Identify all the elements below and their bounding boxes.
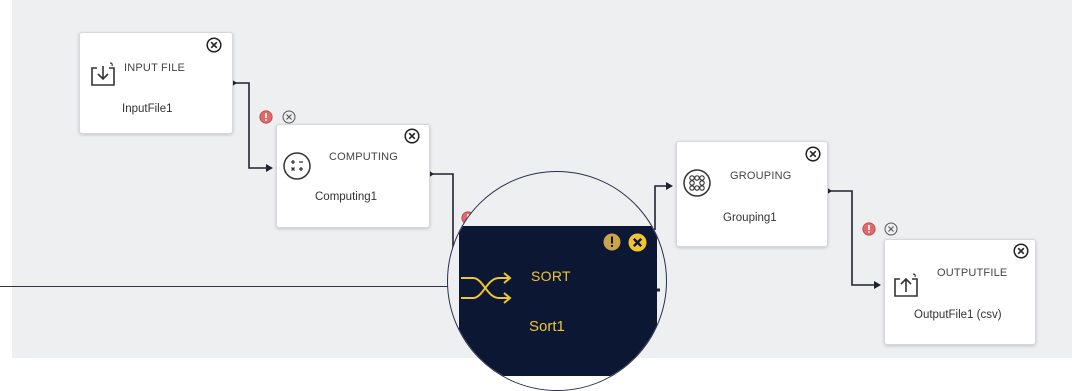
- node-type-label: GROUPING: [730, 170, 792, 182]
- node-name: Sort1: [529, 318, 565, 335]
- node-type-label: COMPUTING: [329, 151, 399, 163]
- magnifier-lens: SORT Sort1: [447, 171, 667, 391]
- node-name: Grouping1: [723, 212, 777, 224]
- connection-error-icon[interactable]: [664, 222, 667, 236]
- export-icon: [894, 273, 918, 297]
- close-icon[interactable]: [627, 232, 648, 253]
- connector-arrowhead: [874, 281, 881, 289]
- connector-computing-to-sort: [428, 173, 454, 255]
- callout-pointer-line: [0, 286, 452, 287]
- shuffle-icon: [461, 272, 512, 304]
- node-type-label: INPUT FILE: [124, 62, 186, 74]
- node-name: Computing1: [315, 191, 378, 203]
- node-computing[interactable]: COMPUTING Computing1: [276, 124, 430, 228]
- remove-connection-icon[interactable]: [884, 222, 898, 236]
- connection-error-icon[interactable]: [862, 222, 876, 236]
- remove-connection-icon[interactable]: [282, 110, 296, 124]
- node-sort[interactable]: SORT Sort1: [459, 226, 657, 376]
- lens-connector-in: [454, 172, 666, 232]
- close-icon[interactable]: [404, 128, 420, 144]
- node-grouping[interactable]: GROUPING Grouping1: [676, 141, 828, 247]
- node-input-file[interactable]: INPUT FILE InputFile1: [79, 32, 233, 134]
- node-output-file[interactable]: OUTPUTFILE OutputFile1 (csv): [884, 239, 1036, 345]
- node-type-label: OUTPUTFILE: [937, 267, 1008, 279]
- warning-icon[interactable]: [602, 232, 622, 252]
- connector-arrowhead: [266, 164, 273, 172]
- connector-arrowhead: [666, 182, 673, 190]
- calculator-icon: [283, 152, 311, 180]
- node-type-label: SORT: [531, 268, 571, 284]
- connection-error-icon[interactable]: [259, 110, 273, 124]
- close-icon[interactable]: [1013, 243, 1029, 259]
- close-icon[interactable]: [805, 146, 821, 162]
- node-name: InputFile1: [122, 103, 173, 115]
- import-icon: [91, 62, 115, 86]
- lens-connector-out: [657, 288, 660, 292]
- node-name: OutputFile1 (csv): [914, 309, 1002, 321]
- connector-input-to-computing: [231, 82, 270, 169]
- group-grid-icon: [683, 169, 711, 197]
- close-icon[interactable]: [206, 37, 222, 53]
- connector-grouping-to-output: [826, 190, 878, 286]
